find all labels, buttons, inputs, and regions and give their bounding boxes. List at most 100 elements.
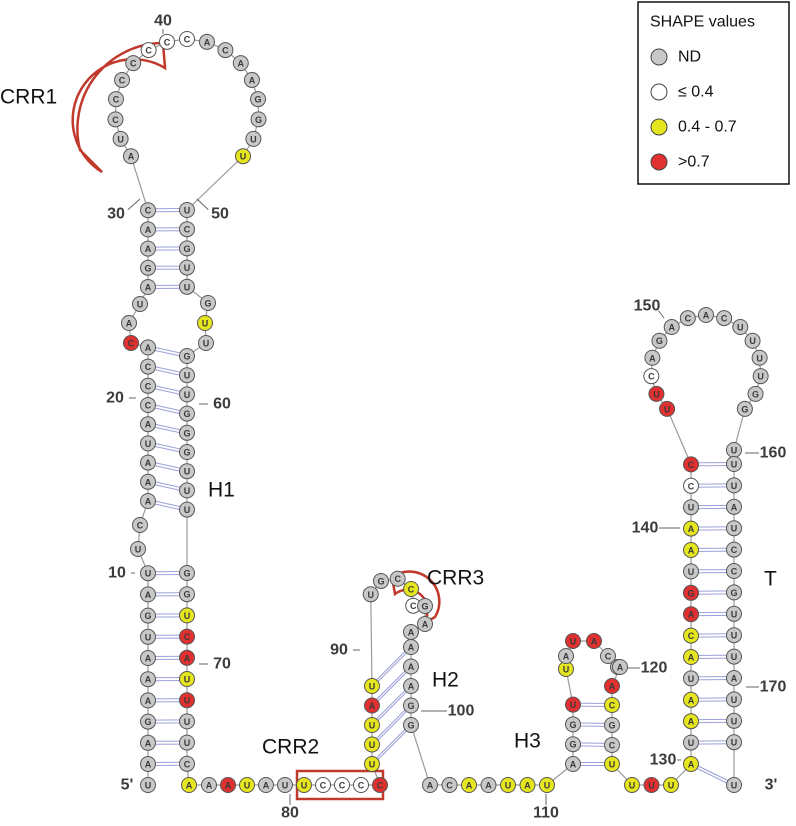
nucleotide-circle	[726, 734, 742, 751]
nucleotide-base: G	[144, 611, 151, 621]
nucleotide-base: C	[222, 46, 229, 56]
nucleotide-base: U	[301, 781, 308, 791]
nucleotide-base: A	[563, 652, 570, 662]
nucleotide-base: U	[145, 439, 152, 449]
nucleotide-53: G	[200, 295, 216, 311]
nucleotide-22: A	[140, 339, 156, 356]
region-label-crr1: CRR1	[0, 86, 57, 109]
nucleotide-base: U	[731, 781, 738, 791]
position-label-160: 160	[760, 445, 787, 462]
nucleotide-7: A	[140, 650, 156, 666]
nucleotide-circle	[683, 520, 699, 537]
nucleotide-circle	[372, 777, 388, 793]
nucleotide-142: U	[683, 499, 699, 516]
nucleotide-119: C	[600, 648, 616, 664]
nucleotide-90: U	[364, 678, 380, 694]
nucleotide-circle	[140, 734, 156, 751]
nucleotide-circle	[140, 650, 156, 666]
nucleotide-102: G	[403, 697, 419, 714]
nucleotide-base: U	[570, 637, 577, 647]
nucleotide-circle	[726, 777, 742, 793]
nucleotide-base: C	[688, 481, 695, 491]
nucleotide-base: U	[184, 717, 191, 727]
nucleotide-157: U	[752, 368, 769, 385]
nucleotide-circle	[604, 737, 620, 753]
nucleotide-base: C	[145, 381, 152, 391]
crr1-highlight-box	[71, 41, 167, 174]
nucleotide-circle	[198, 33, 215, 50]
nucleotide-171: A	[726, 670, 742, 686]
nucleotide-circle	[558, 648, 574, 664]
nucleotide-base: G	[730, 588, 737, 598]
nucleotide-circle	[179, 649, 195, 666]
legend-label-nd: ND	[678, 49, 701, 66]
nucleotide-65: G	[179, 565, 195, 581]
nucleotide-circle	[140, 259, 156, 276]
nucleotide-5: A	[140, 692, 156, 709]
nucleotide-base: G	[204, 299, 211, 309]
nucleotide-circle	[604, 717, 620, 733]
nucleotide-base: C	[721, 314, 728, 324]
region-label-crr2: CRR2	[262, 736, 319, 759]
nucleotide-56: G	[179, 348, 195, 364]
base-pair-layer	[147, 208, 735, 787]
nucleotide-base: A	[238, 59, 245, 69]
nucleotide-base: C	[164, 37, 171, 47]
nucleotide-69: A	[179, 649, 195, 666]
nucleotide-circle	[179, 501, 195, 518]
nucleotide-circle	[726, 605, 742, 622]
nucleotide-31: A	[122, 148, 139, 165]
region-label-h3: H3	[514, 730, 541, 753]
nucleotide-base: A	[145, 696, 152, 706]
nucleotide-137: A	[683, 606, 699, 623]
backbone-segment	[130, 156, 149, 211]
nucleotide-circle	[726, 670, 742, 686]
nucleotide-base: A	[688, 717, 695, 727]
nucleotide-circle	[683, 606, 699, 623]
nucleotide-base: A	[145, 590, 152, 600]
nucleotide-54: U	[197, 315, 213, 331]
nucleotide-59: G	[179, 405, 195, 422]
nucleotide-108: U	[500, 777, 516, 793]
nucleotide-170: U	[726, 648, 742, 665]
nucleotide-circle	[130, 541, 146, 557]
nucleotide-156: U	[751, 349, 768, 366]
nucleotide-circle	[683, 713, 699, 730]
nucleotide-base: A	[145, 225, 152, 235]
nucleotide-152: A	[698, 307, 714, 323]
nucleotide-base: U	[731, 609, 738, 619]
nucleotide-base: U	[369, 740, 376, 750]
nucleotide-circle	[716, 310, 733, 327]
nucleotide-175: U	[726, 777, 742, 793]
nucleotide-base: U	[731, 446, 738, 456]
nucleotide-base: U	[184, 467, 191, 477]
nucleotide-base: G	[183, 352, 190, 362]
position-label-100: 100	[448, 703, 475, 720]
base-pair-bond	[371, 664, 412, 705]
nucleotide-base: U	[648, 781, 655, 791]
nucleotide-circle	[726, 541, 742, 558]
nucleotide-circle	[179, 240, 195, 257]
nucleotide-base: A	[485, 781, 492, 791]
nucleotide-116: A	[558, 648, 574, 664]
nucleotide-base: U	[653, 389, 660, 399]
nucleotide-base: U	[731, 695, 738, 705]
nucleotide-circle	[239, 777, 255, 793]
nucleotide-circle	[243, 71, 260, 88]
nucleotide-circle	[732, 318, 749, 335]
nucleotide-base: U	[184, 611, 191, 621]
nucleotide-base: U	[250, 134, 257, 144]
position-label-120: 120	[641, 660, 668, 677]
position-tick	[127, 198, 141, 211]
position-label-10: 10	[108, 565, 126, 582]
nucleotide-base: C	[410, 601, 417, 611]
nucleotide-base: A	[186, 781, 193, 791]
backbone-segment	[410, 724, 431, 786]
position-label-130: 130	[650, 752, 677, 769]
nucleotide-158: G	[747, 385, 764, 402]
nucleotide-36: C	[125, 55, 142, 72]
nucleotide-base: U	[544, 781, 551, 791]
nucleotide-base: A	[688, 524, 695, 534]
nucleotide-circle	[651, 332, 668, 349]
nucleotide-circle	[364, 736, 380, 753]
